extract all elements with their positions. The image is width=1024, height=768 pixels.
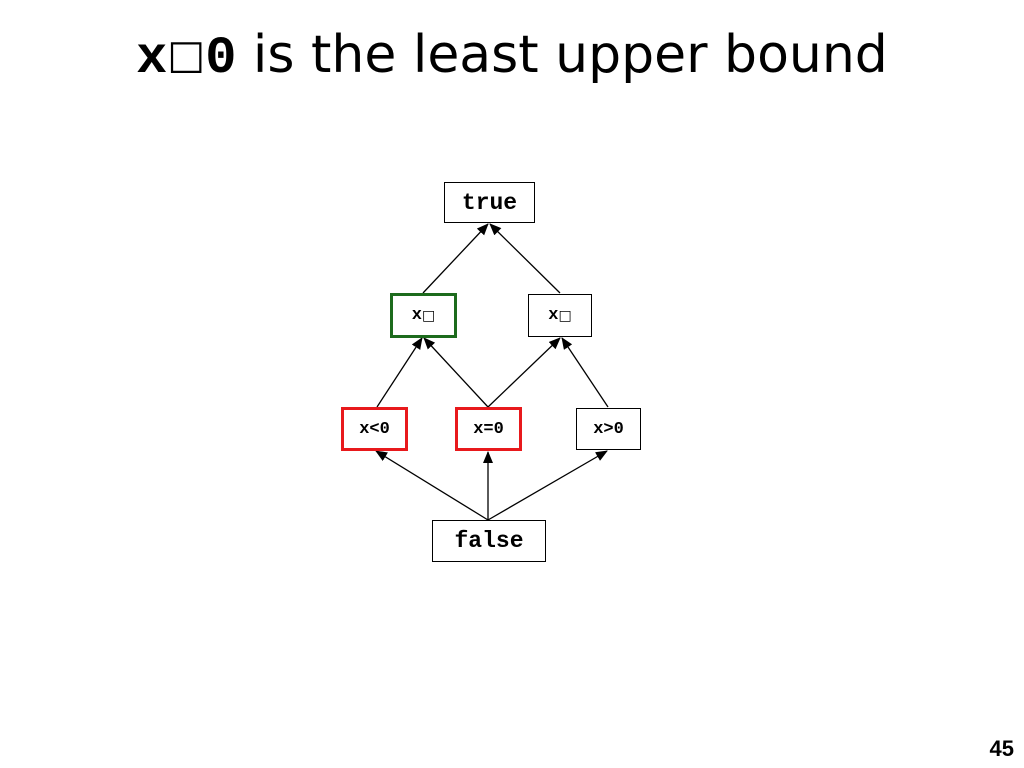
- page-number: 45: [989, 736, 1014, 761]
- node-x-le-0-missing-glyph: □: [421, 307, 436, 324]
- edge-x-le-0-to-true: [422, 223, 489, 294]
- node-false-label: false: [454, 528, 524, 554]
- node-true: true: [444, 182, 535, 223]
- edge-x-gt-0-to-x-ge-0: [561, 337, 609, 408]
- title-missing-glyph: □: [167, 32, 206, 78]
- edge-false-to-x-lt-0: [375, 450, 489, 521]
- node-x-lt-0-label: x<0: [359, 419, 390, 439]
- title-text: is the least upper bound: [236, 25, 888, 85]
- edge-false-to-x-gt-0: [487, 450, 608, 521]
- node-x-ge-0-label: x: [548, 306, 559, 325]
- slide-title: x□0 is the least upper bound: [0, 22, 1024, 92]
- node-x-lt-0: x<0: [341, 407, 408, 451]
- edge-x-ge-0-to-true: [489, 223, 561, 294]
- edge-x-eq-0-to-x-ge-0: [487, 337, 561, 408]
- edge-x-lt-0-to-x-le-0: [376, 337, 423, 408]
- title-code-x: x: [136, 29, 168, 88]
- node-x-gt-0-label: x>0: [593, 419, 624, 439]
- node-true-label: true: [461, 189, 518, 216]
- node-x-le-0-label: x: [411, 306, 422, 325]
- title-code-zero: 0: [205, 29, 237, 88]
- node-x-le-0: x□: [390, 293, 457, 338]
- node-x-gt-0: x>0: [576, 408, 641, 450]
- node-x-ge-0-missing-glyph: □: [558, 307, 572, 324]
- node-x-eq-0: x=0: [455, 407, 522, 451]
- node-false: false: [432, 520, 546, 562]
- node-x-eq-0-label: x=0: [473, 419, 504, 439]
- node-x-ge-0: x□: [528, 294, 592, 337]
- edge-x-eq-0-to-x-le-0: [423, 337, 489, 408]
